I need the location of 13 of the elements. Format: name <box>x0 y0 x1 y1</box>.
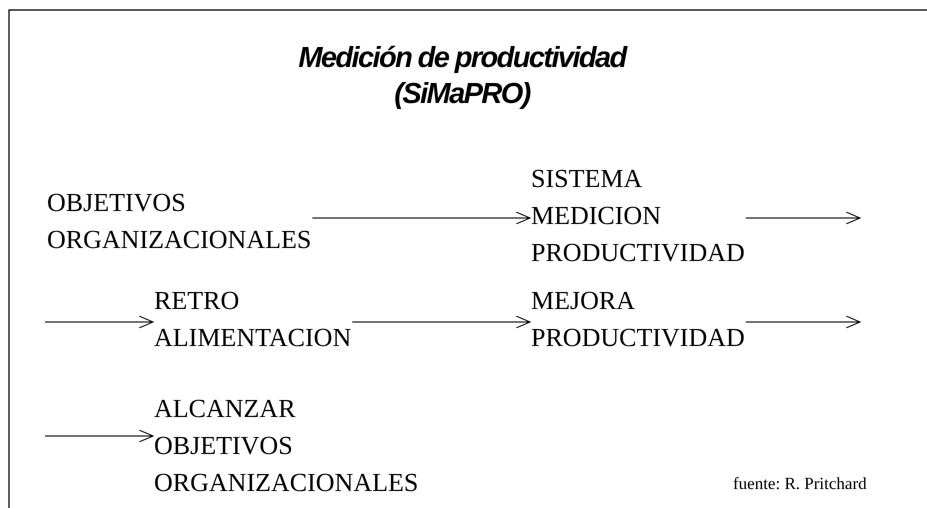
arrow <box>745 212 860 224</box>
arrow <box>352 316 530 328</box>
step-text: ALCANZAR OBJETIVOS ORGANIZACIONALES <box>154 393 418 499</box>
arrow <box>312 212 530 224</box>
step-text: OBJETIVOS ORGANIZACIONALES <box>47 187 312 256</box>
arrow <box>745 316 860 328</box>
step-text: RETRO ALIMENTACION <box>154 285 352 354</box>
arrow <box>44 430 154 442</box>
source-note: fuente: R. Pritchard <box>733 474 867 494</box>
step-text: SISTEMA MEDICION PRODUCTIVIDAD <box>531 163 745 269</box>
step-text: MEJORA PRODUCTIVIDAD <box>531 285 745 354</box>
title: Medición de productividad (SiMaPRO) <box>297 41 628 112</box>
arrow <box>44 316 154 328</box>
